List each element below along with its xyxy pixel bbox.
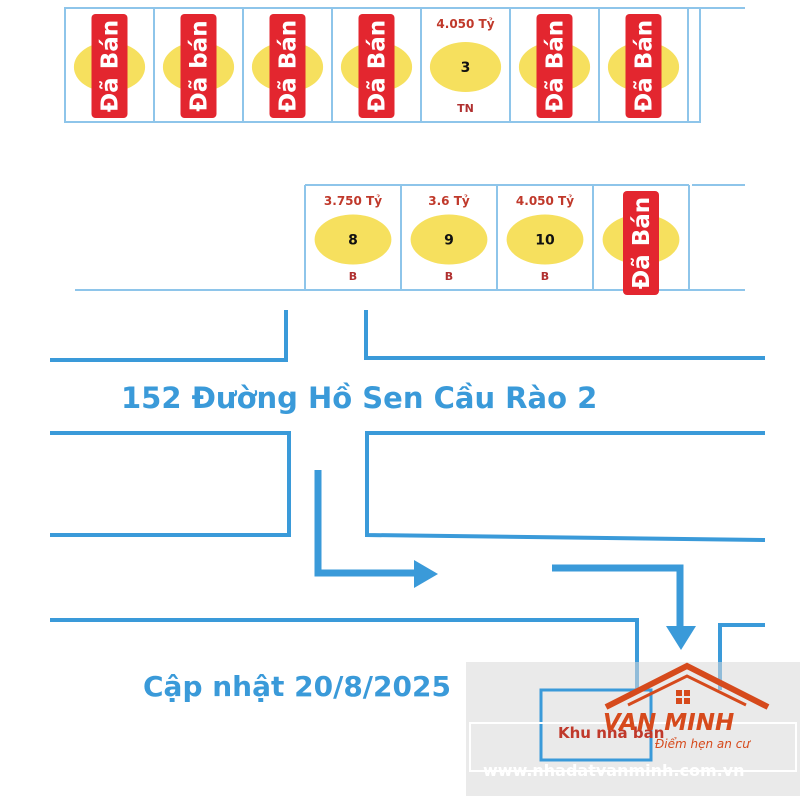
- second-lot-2: 3.6 Tỷ 9B: [400, 184, 497, 290]
- lot-number: 10: [535, 233, 555, 249]
- lot-number: 8: [348, 233, 358, 249]
- sold-badge-background: [623, 191, 659, 295]
- road-edge-upper-left: [50, 310, 288, 362]
- second-lot-1: 3.750 Tỷ 8B: [304, 184, 401, 290]
- sold-label: Đã Bán: [365, 20, 391, 112]
- road-network: [50, 310, 766, 690]
- road-edge-middle-left: [50, 431, 291, 537]
- route-arrowhead-down: [666, 626, 696, 650]
- sold-label: Đã Bán: [98, 20, 124, 112]
- route-arrow-shaft-1: [314, 470, 418, 577]
- street-name: 152 Đường Hồ Sen Cầu Rào 2: [121, 381, 597, 415]
- sold-badge-background: [358, 14, 395, 118]
- sold-badge-background: [180, 14, 217, 118]
- route-arrow-shaft-2: [552, 564, 684, 630]
- lot-direction: B: [541, 270, 549, 283]
- top-lot-1: 3Đã Bán: [64, 8, 146, 122]
- sale-area-label: Khu nhà bán: [558, 724, 664, 742]
- lot-marker: [410, 214, 488, 265]
- sold-badge: Đã Bán: [623, 191, 659, 295]
- second-lot-row: 3.750 Tỷ 8B 3.6 Tỷ 9B 4.050 Tỷ 10B 4Đã Bán: [75, 184, 745, 295]
- lot-direction: B: [349, 270, 357, 283]
- website-url: www.nhadatvanminh.com.vn: [483, 761, 745, 780]
- brand-name: VAN MINH: [603, 710, 734, 736]
- top-lot-2: NĐã bán: [153, 8, 235, 122]
- sold-badge-background: [91, 14, 128, 118]
- route-arrowhead-right: [414, 560, 438, 588]
- house-logo-icon: [604, 662, 770, 710]
- lot-marker: [429, 42, 502, 92]
- top-lot-5: 4.050 Tỷ 3TN: [420, 8, 502, 122]
- sale-area-box: [539, 688, 653, 762]
- sold-badge: Đã Bán: [91, 14, 128, 118]
- sold-label: Đã Bán: [543, 20, 569, 112]
- sold-badge-background: [625, 14, 662, 118]
- sold-badge-background: [269, 14, 306, 118]
- sold-badge: Đã Bán: [269, 14, 306, 118]
- sold-label: Đã Bán: [629, 197, 655, 289]
- sold-label: Đã Bán: [632, 20, 658, 112]
- sold-badge: Đã Bán: [536, 14, 573, 118]
- lot-price: 3.750 Tỷ: [324, 194, 382, 208]
- road-edge-upper-right: [364, 310, 765, 360]
- lot-direction: TN: [457, 102, 474, 115]
- brand-slogan: Điểm hẹn an cư: [655, 737, 751, 751]
- lot-marker: [506, 214, 584, 265]
- sold-badge-background: [536, 14, 573, 118]
- sold-badge: Đã Bán: [358, 14, 395, 118]
- top-lot-6: 4.Đã Bán: [509, 8, 591, 122]
- top-lot-7: 4Đã Bán: [598, 8, 689, 122]
- lot-number: 3: [461, 60, 471, 76]
- second-lot-4: 4Đã Bán: [592, 184, 690, 295]
- update-date: Cập nhật 20/8/2025: [143, 670, 451, 703]
- top-lot-4: NĐã Bán: [331, 8, 413, 122]
- lot-direction: B: [445, 270, 453, 283]
- lot-price: 4.050 Tỷ: [436, 17, 494, 31]
- second-lot-3: 4.050 Tỷ 10B: [496, 184, 593, 290]
- watermark-backdrop: [466, 662, 800, 796]
- watermark: Khu nhà bán VAN MINH Điểm hẹn an cư www.…: [466, 662, 800, 796]
- sold-badge: Đã Bán: [625, 14, 662, 118]
- watermark-frame: [469, 722, 797, 772]
- lot-price: 3.6 Tỷ: [428, 194, 470, 208]
- lot-price: 4.050 Tỷ: [516, 194, 574, 208]
- top-lot-3: Đã Bán: [242, 8, 324, 122]
- lot-marker: [314, 214, 392, 265]
- road-edge-middle-right: [365, 431, 766, 542]
- direction-arrows: [314, 470, 696, 650]
- sold-label: Đã bán: [187, 20, 213, 111]
- sold-badge: Đã bán: [180, 14, 217, 118]
- sold-label: Đã Bán: [276, 20, 302, 112]
- lot-number: 9: [444, 233, 454, 249]
